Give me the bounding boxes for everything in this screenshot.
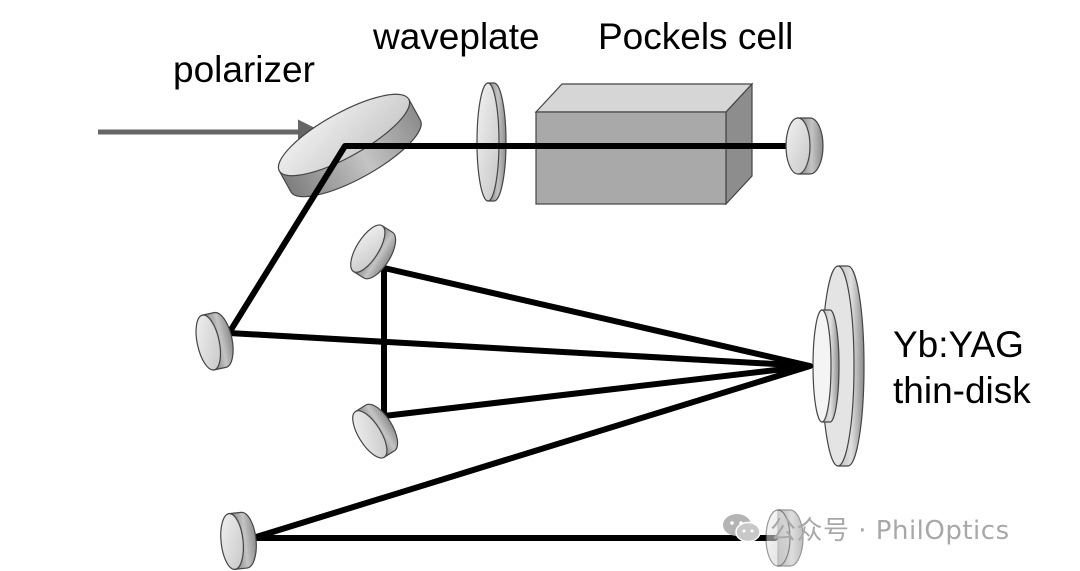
watermark-text: 公众号 · PhilOptics bbox=[770, 515, 1010, 546]
pockels-cell-label: Pockels cell bbox=[598, 16, 794, 57]
gain-medium-label-line2: thin-disk bbox=[893, 370, 1031, 411]
folding-mirror-left bbox=[195, 311, 234, 371]
end-mirror-bottom bbox=[765, 509, 804, 567]
intracavity-beam bbox=[226, 143, 813, 541]
thin-disk bbox=[812, 265, 865, 467]
polarizer-label: polarizer bbox=[173, 49, 315, 90]
pockels-cell bbox=[534, 82, 754, 206]
folding-mirror-bottom-left bbox=[220, 511, 257, 570]
wechat-icon bbox=[723, 514, 761, 543]
folding-mirror-lower bbox=[352, 403, 399, 459]
end-mirror-top bbox=[785, 117, 824, 175]
waveplate bbox=[476, 82, 507, 202]
watermark: 公众号 · PhilOptics bbox=[722, 508, 1010, 548]
folding-mirror-upper bbox=[350, 224, 397, 280]
gain-medium-label-line1: Yb:YAG bbox=[893, 324, 1024, 365]
waveplate-label: waveplate bbox=[373, 16, 540, 57]
